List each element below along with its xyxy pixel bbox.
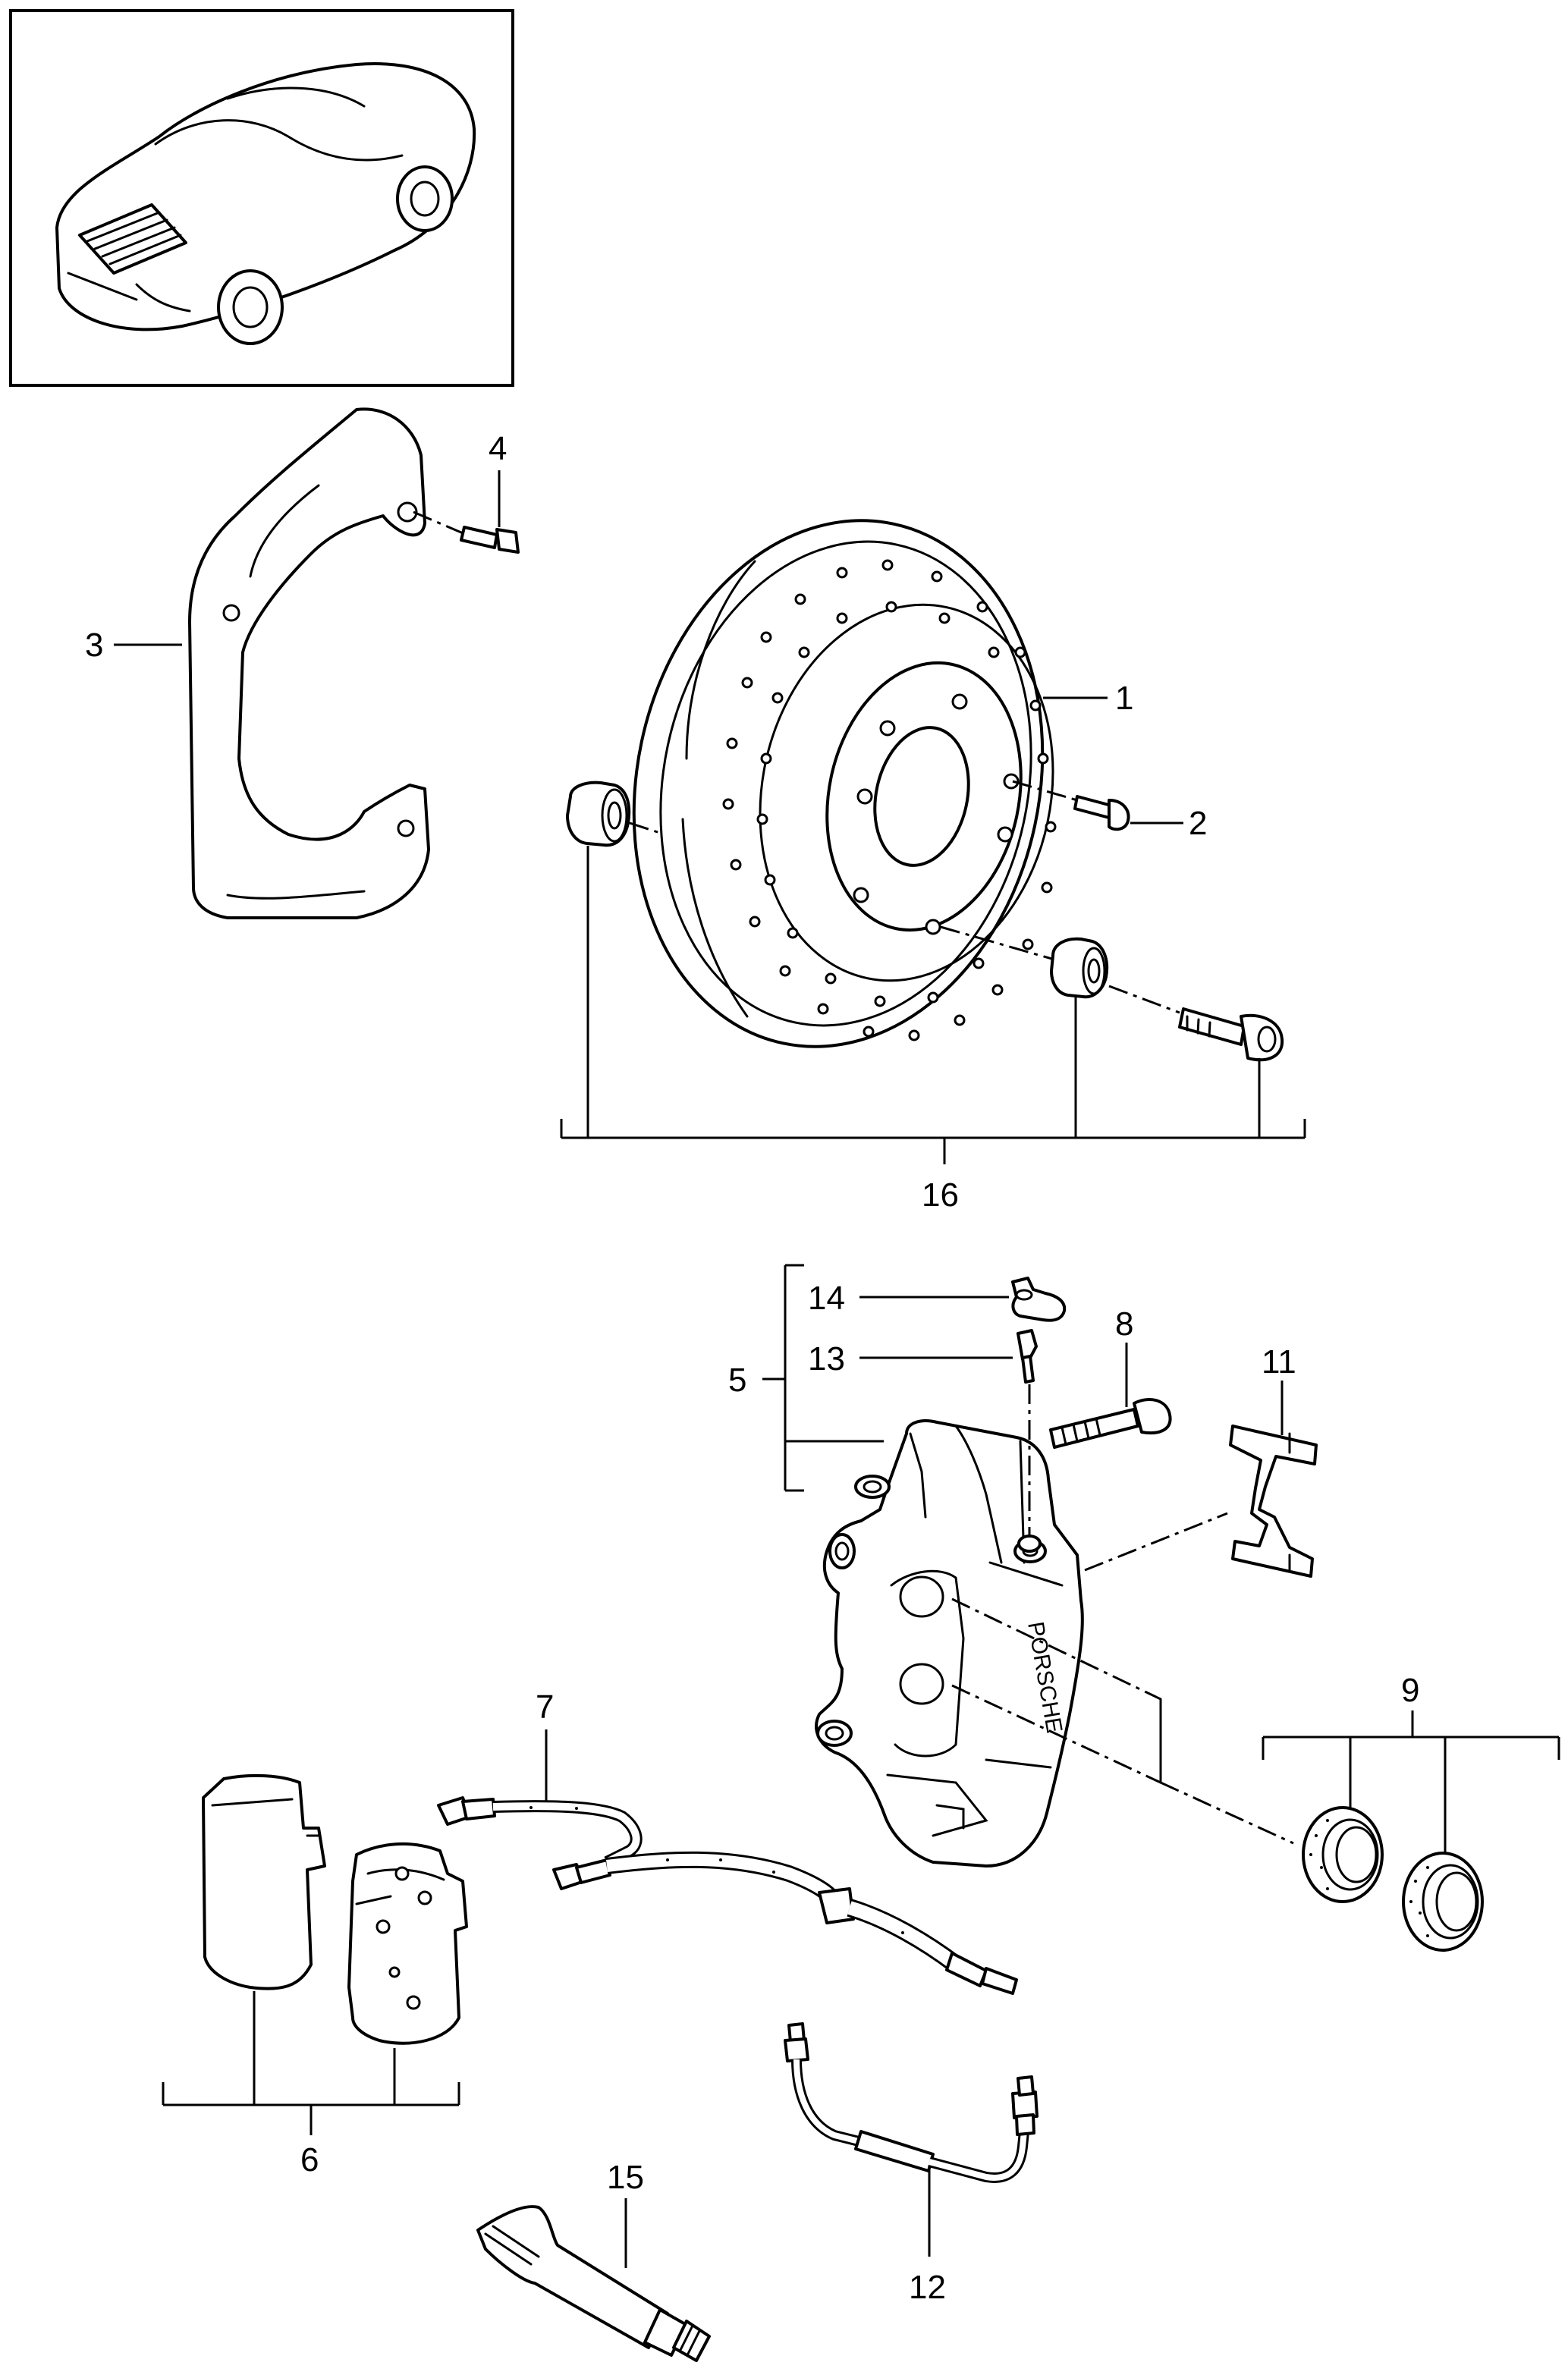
callout-4: 4 <box>489 430 507 467</box>
part-piston-seals <box>951 1597 1484 1952</box>
callout-11: 11 <box>1262 1343 1296 1381</box>
callout-12: 12 <box>909 2269 946 2306</box>
guide-sleeve-right <box>940 925 1108 999</box>
part-bleeder-valve <box>1017 1329 1042 1553</box>
brake-pad-rear <box>347 1842 468 2045</box>
callout-9: 9 <box>1401 1672 1419 1709</box>
part-retaining-pin <box>1049 1398 1172 1449</box>
piston-seal-left <box>1302 1806 1384 1903</box>
guide-sleeve-left <box>566 781 631 847</box>
part-wear-sensor <box>437 1796 1018 1995</box>
part-grease-tube <box>476 2205 711 2362</box>
part-brake-pads <box>202 1773 468 2045</box>
callout-2: 2 <box>1189 805 1207 842</box>
hub-bolt <box>1178 1007 1284 1062</box>
disc-cross-drilling <box>722 559 1057 1041</box>
callout-5: 5 <box>728 1362 746 1399</box>
callout-7: 7 <box>536 1688 554 1726</box>
callout-3: 3 <box>85 627 103 664</box>
car-illustration <box>55 62 476 345</box>
part-bleeder-cap <box>1011 1277 1067 1322</box>
callout-15: 15 <box>607 2159 644 2196</box>
vehicle-thumbnail <box>9 9 514 387</box>
part-brake-line <box>784 2022 1039 2183</box>
disc-bolt-holes <box>853 693 1020 935</box>
leader-lines <box>114 470 1560 2268</box>
callout-labels: 1 2 3 4 16 5 14 13 8 11 9 7 6 15 12 <box>85 430 1419 2306</box>
callout-14: 14 <box>808 1280 845 1317</box>
part-wheel-hub-kit <box>566 781 1284 1062</box>
callout-8: 8 <box>1115 1305 1133 1343</box>
callout-16: 16 <box>922 1176 959 1214</box>
part-disc-screw <box>1012 780 1130 831</box>
callout-13: 13 <box>808 1340 845 1377</box>
part-brake-caliper: PORSCHE <box>815 1419 1084 1868</box>
part-spring-plate <box>1084 1425 1318 1578</box>
callout-6: 6 <box>300 2141 319 2179</box>
callout-1: 1 <box>1115 680 1133 717</box>
brake-pad-front <box>202 1773 326 1990</box>
part-shield-bolt <box>413 510 520 554</box>
part-brake-disc <box>632 519 1057 1048</box>
part-dust-shield <box>188 407 430 919</box>
piston-seal-right <box>1402 1852 1484 1952</box>
